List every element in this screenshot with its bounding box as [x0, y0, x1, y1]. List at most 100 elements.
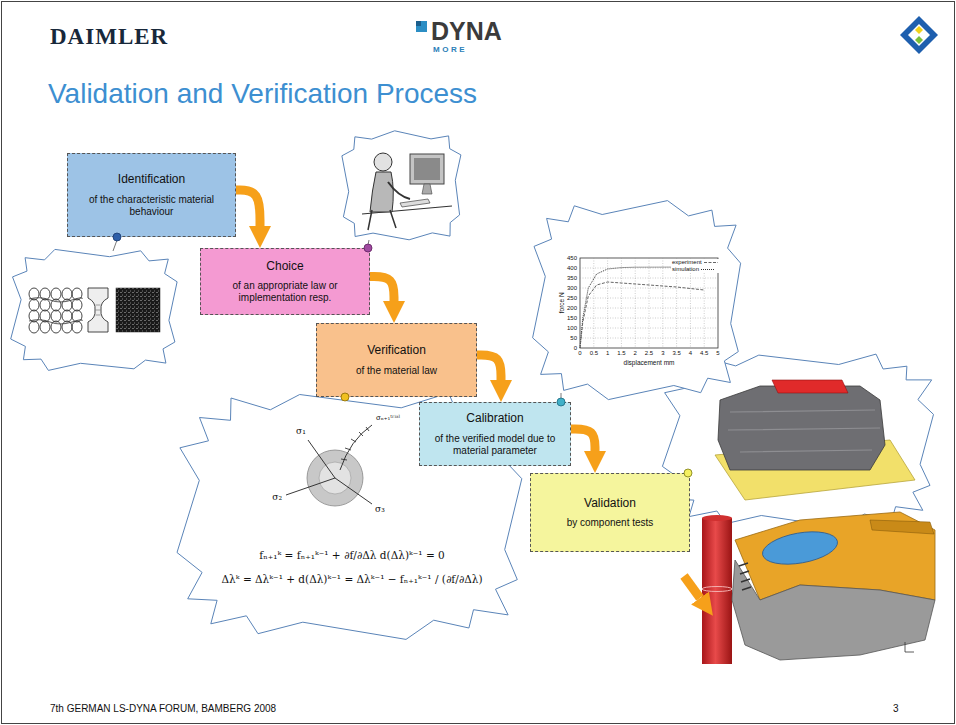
stress-axes — [286, 440, 372, 504]
formula: fₙ₊₁ᵏ = fₙ₊₁ᵏ⁻¹ + ∂f/∂Δλ d(Δλ)ᵏ⁻¹ = 0 — [259, 549, 444, 561]
diamond-logo — [900, 16, 938, 54]
dynamore-logo-mark — [416, 21, 421, 26]
leader-lines — [368, 240, 369, 245]
bumper — [732, 560, 935, 660]
axis-title: displacement mm — [624, 359, 675, 366]
flow-arrow — [477, 355, 501, 380]
diamond-logo — [915, 26, 923, 34]
legend-row: simulation — [672, 266, 718, 273]
tick-label: 2.5 — [645, 350, 653, 357]
chart-legend: experimentsimulation — [671, 259, 719, 273]
legend-sample — [704, 260, 718, 265]
legend-text: experiment — [672, 259, 702, 266]
material-callout — [11, 249, 177, 370]
tick-label: 4 — [689, 350, 692, 357]
tick-label: 2 — [634, 350, 637, 357]
tick-label: 1 — [606, 350, 609, 357]
box-heading: Verification — [367, 343, 426, 357]
legend-row: experiment — [672, 259, 718, 266]
crash-image — [702, 587, 732, 592]
process-box: Choice of an appropriate law or implement… — [200, 248, 370, 315]
leader-lines — [113, 240, 117, 251]
person-body — [370, 172, 393, 212]
box-description: of the verified model due to material pa… — [427, 433, 563, 457]
material-callout — [62, 288, 72, 333]
result-arrow — [684, 576, 700, 598]
box-description: of an appropriate law or implementation … — [208, 280, 362, 304]
process-box: Identification of the characteristic mate… — [67, 153, 236, 237]
material-callout — [72, 288, 82, 333]
process-box: Verification of the material law — [316, 323, 477, 397]
diamond-logo — [900, 16, 938, 54]
box-heading: Validation — [584, 496, 636, 510]
partner-logo: DYNA — [431, 17, 502, 46]
tick-label: 0.5 — [590, 350, 598, 357]
leader-lines — [113, 240, 561, 399]
impactor — [772, 380, 848, 393]
material-callout — [29, 288, 39, 333]
company-logo: DAIMLER — [50, 24, 168, 50]
box-heading: Identification — [118, 172, 185, 186]
crash-image — [684, 512, 935, 664]
stress-symbol: σₙ₊₁ᵗʳⁱᵃˡ — [376, 414, 400, 422]
component — [718, 386, 885, 470]
legend-sample — [701, 269, 715, 270]
page-number: 3 — [893, 703, 899, 715]
box-description: by component tests — [567, 517, 654, 529]
crash-image — [739, 563, 751, 590]
tick-label: 400 — [567, 265, 577, 272]
tick-label: 3.5 — [672, 350, 680, 357]
engineer-callout — [414, 158, 440, 180]
monitor — [410, 154, 444, 184]
box-description: of the characteristic material behaviour — [75, 194, 228, 218]
tick-label: 150 — [567, 315, 577, 322]
crash-image — [702, 515, 732, 521]
engineer-callout — [422, 184, 432, 194]
load-path — [340, 425, 372, 470]
material-callout — [29, 298, 82, 324]
legend-sample — [704, 262, 718, 263]
engineer-callout — [342, 131, 461, 240]
tick-label: 350 — [567, 275, 577, 282]
texture-image — [116, 288, 160, 332]
experiment-curve — [580, 282, 704, 348]
material-callout — [40, 288, 50, 333]
crash-image — [870, 520, 934, 534]
process-box: Validation by component tests — [530, 473, 690, 552]
plot-area — [580, 258, 718, 348]
person-head — [374, 153, 392, 171]
grid — [580, 258, 718, 348]
legend-text: simulation — [672, 266, 699, 273]
tick-label: 0 — [578, 350, 581, 357]
chart-callout — [533, 201, 741, 400]
legend-sample — [701, 267, 715, 272]
axis-symbol: σ₂ — [272, 492, 282, 502]
axis-symbol: σ₁ — [296, 426, 306, 436]
diamond-logo — [908, 24, 930, 46]
engineer-callout — [388, 182, 410, 199]
material-callout — [96, 305, 101, 315]
partner-logo: MORE — [433, 45, 467, 54]
pole — [702, 518, 732, 664]
tick-label: 1.5 — [617, 350, 625, 357]
formula: Δλᵏ = Δλᵏ⁻¹ + d(Δλ)ᵏ⁻¹ = Δλᵏ⁻¹ − fₙ₊₁ᵏ⁻¹… — [221, 573, 482, 585]
diamond-logo — [915, 36, 923, 44]
box-heading: Calibration — [466, 411, 523, 425]
box-description: of the material law — [356, 365, 437, 377]
tick-label: 50 — [570, 335, 577, 342]
tick-label: 100 — [567, 325, 577, 332]
box-heading: Choice — [266, 259, 303, 273]
tick-label: 200 — [567, 305, 577, 312]
tick-label: 3 — [661, 350, 664, 357]
component-callout — [728, 410, 880, 452]
tick-label: 250 — [567, 295, 577, 302]
dynamore-logo-mark — [416, 21, 427, 32]
tick-label: 450 — [567, 255, 577, 262]
slide-title: Validation and Verification Process — [48, 78, 477, 110]
chart-callout — [533, 201, 741, 400]
tick-label: 300 — [567, 285, 577, 292]
leader-lines — [561, 393, 562, 399]
flow-arrow — [571, 429, 595, 451]
